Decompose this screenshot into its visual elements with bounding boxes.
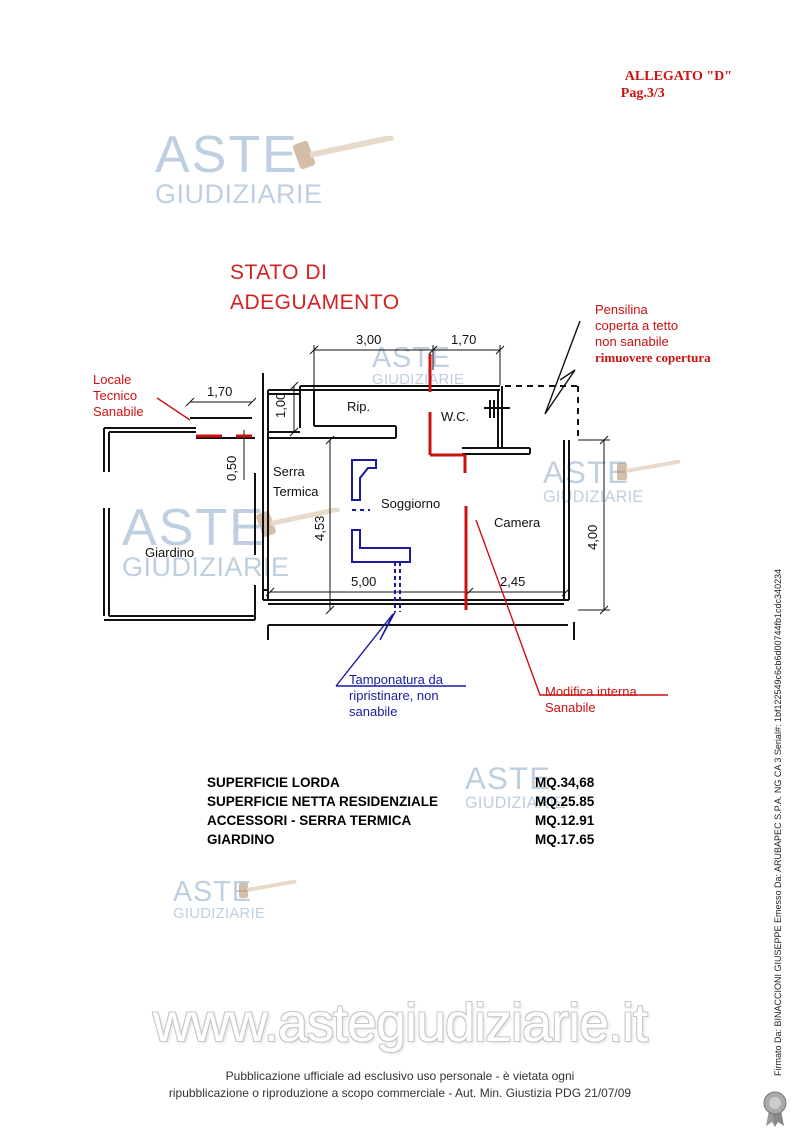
website-watermark: www.astegiudiziarie.it [152, 993, 648, 1053]
note-modifica-interna: Modifica interna Sanabile [545, 684, 637, 715]
dim-2-45: 2,45 [500, 574, 526, 589]
note-tamponatura: Tamponatura da ripristinare, non sanabil… [349, 672, 443, 719]
dim-4-53: 4,53 [312, 515, 327, 541]
room-camera: Camera [494, 515, 541, 530]
watermark-aste-3: ASTE GIUDIZIARIE [372, 341, 465, 388]
note-locale-tecnico: Locale Tecnico Sanabile [93, 372, 144, 419]
gavel-icon [292, 136, 394, 170]
gavel-icon [239, 880, 297, 898]
footer-notice: Pubblicazione ufficiale ad esclusivo uso… [168, 1069, 632, 1100]
gavel-icon [256, 508, 340, 537]
dim-5-00: 5,00 [351, 574, 377, 589]
dim-4-00: 4,00 [585, 524, 600, 550]
dim-3-00: 3,00 [356, 332, 382, 347]
watermark-aste-5: ASTE GIUDIZIARIE [465, 761, 566, 812]
watermark-aste-6: ASTE GIUDIZIARIE [173, 875, 266, 922]
watermark-aste-2: ASTE GIUDIZIARIE [122, 499, 290, 582]
digital-signature: Firmato Da: BINACCIONI GIUSEPPE Emesso D… [773, 568, 783, 1076]
note-pensilina: Pensilina coperta a tetto non sanabile r… [595, 302, 711, 365]
room-giardino: Giardino [145, 545, 195, 560]
dim-1-70-left: 1,70 [207, 384, 233, 399]
attachment-header: ALLEGATO "D" Pag.3/3 [621, 68, 732, 102]
page-number: Pag.3/3 [620, 86, 665, 101]
room-wc: W.C. [441, 409, 470, 424]
gavel-icon [617, 460, 681, 480]
plan-title: STATO DI ADEGUAMENTO [230, 261, 400, 314]
attachment-label: ALLEGATO "D" [624, 69, 732, 84]
dim-0-50: 0,50 [224, 455, 239, 481]
dim-1-70-top: 1,70 [451, 332, 477, 347]
seal-icon [763, 1091, 787, 1127]
room-rip: Rip. [347, 399, 371, 414]
room-serra-line2: Termica [273, 484, 319, 499]
watermark-aste-1: ASTE GIUDIZIARIE [155, 126, 323, 209]
room-serra-line1: Serra [273, 464, 305, 479]
dim-1-00: 1,00 [273, 392, 288, 418]
room-soggiorno: Soggiorno [381, 496, 441, 511]
